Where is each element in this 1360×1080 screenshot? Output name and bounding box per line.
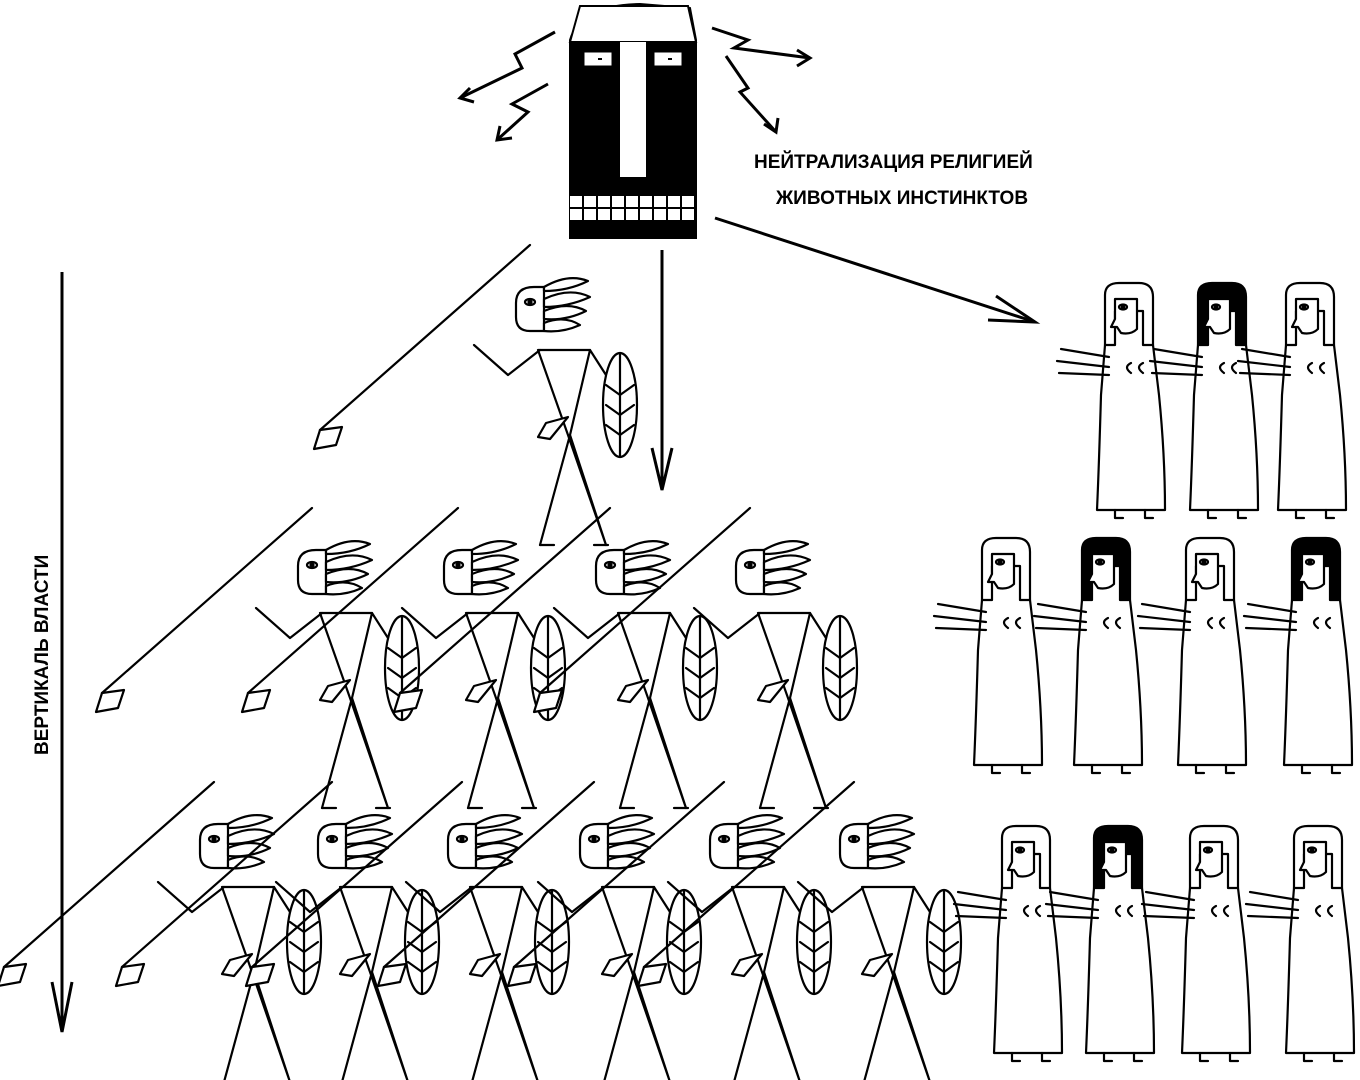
idol-mask [568, 2, 698, 239]
power-vertical-label: ВЕРТИКАЛЬ ВЛАСТИ [32, 555, 53, 755]
arrow-to-women [714, 216, 1041, 324]
lightning-arrows [457, 26, 813, 142]
neutralization-label-line2: ЖИВОТНЫХ ИНСТИНКТОВ [775, 188, 1028, 209]
woman-figure [1136, 536, 1248, 775]
warrior-figure [94, 506, 421, 810]
women-rows [932, 281, 1356, 1063]
woman-figure [952, 824, 1064, 1063]
woman-figure [1244, 824, 1356, 1063]
woman-figure [1055, 281, 1167, 520]
power-vertical-arrow [50, 272, 74, 1033]
warrior-rows [0, 243, 963, 1080]
woman-figure [1242, 536, 1354, 775]
neutralization-label-line1: НЕЙТРАЛИЗАЦИЯ РЕЛИГИЕЙ [754, 151, 1033, 173]
arrow-to-warriors [650, 250, 674, 491]
warrior-figure [312, 243, 639, 547]
woman-figure [1032, 536, 1144, 775]
woman-figure [1140, 824, 1252, 1063]
woman-figure [1148, 281, 1260, 520]
warrior-figure [0, 780, 323, 1080]
woman-figure [932, 536, 1044, 775]
